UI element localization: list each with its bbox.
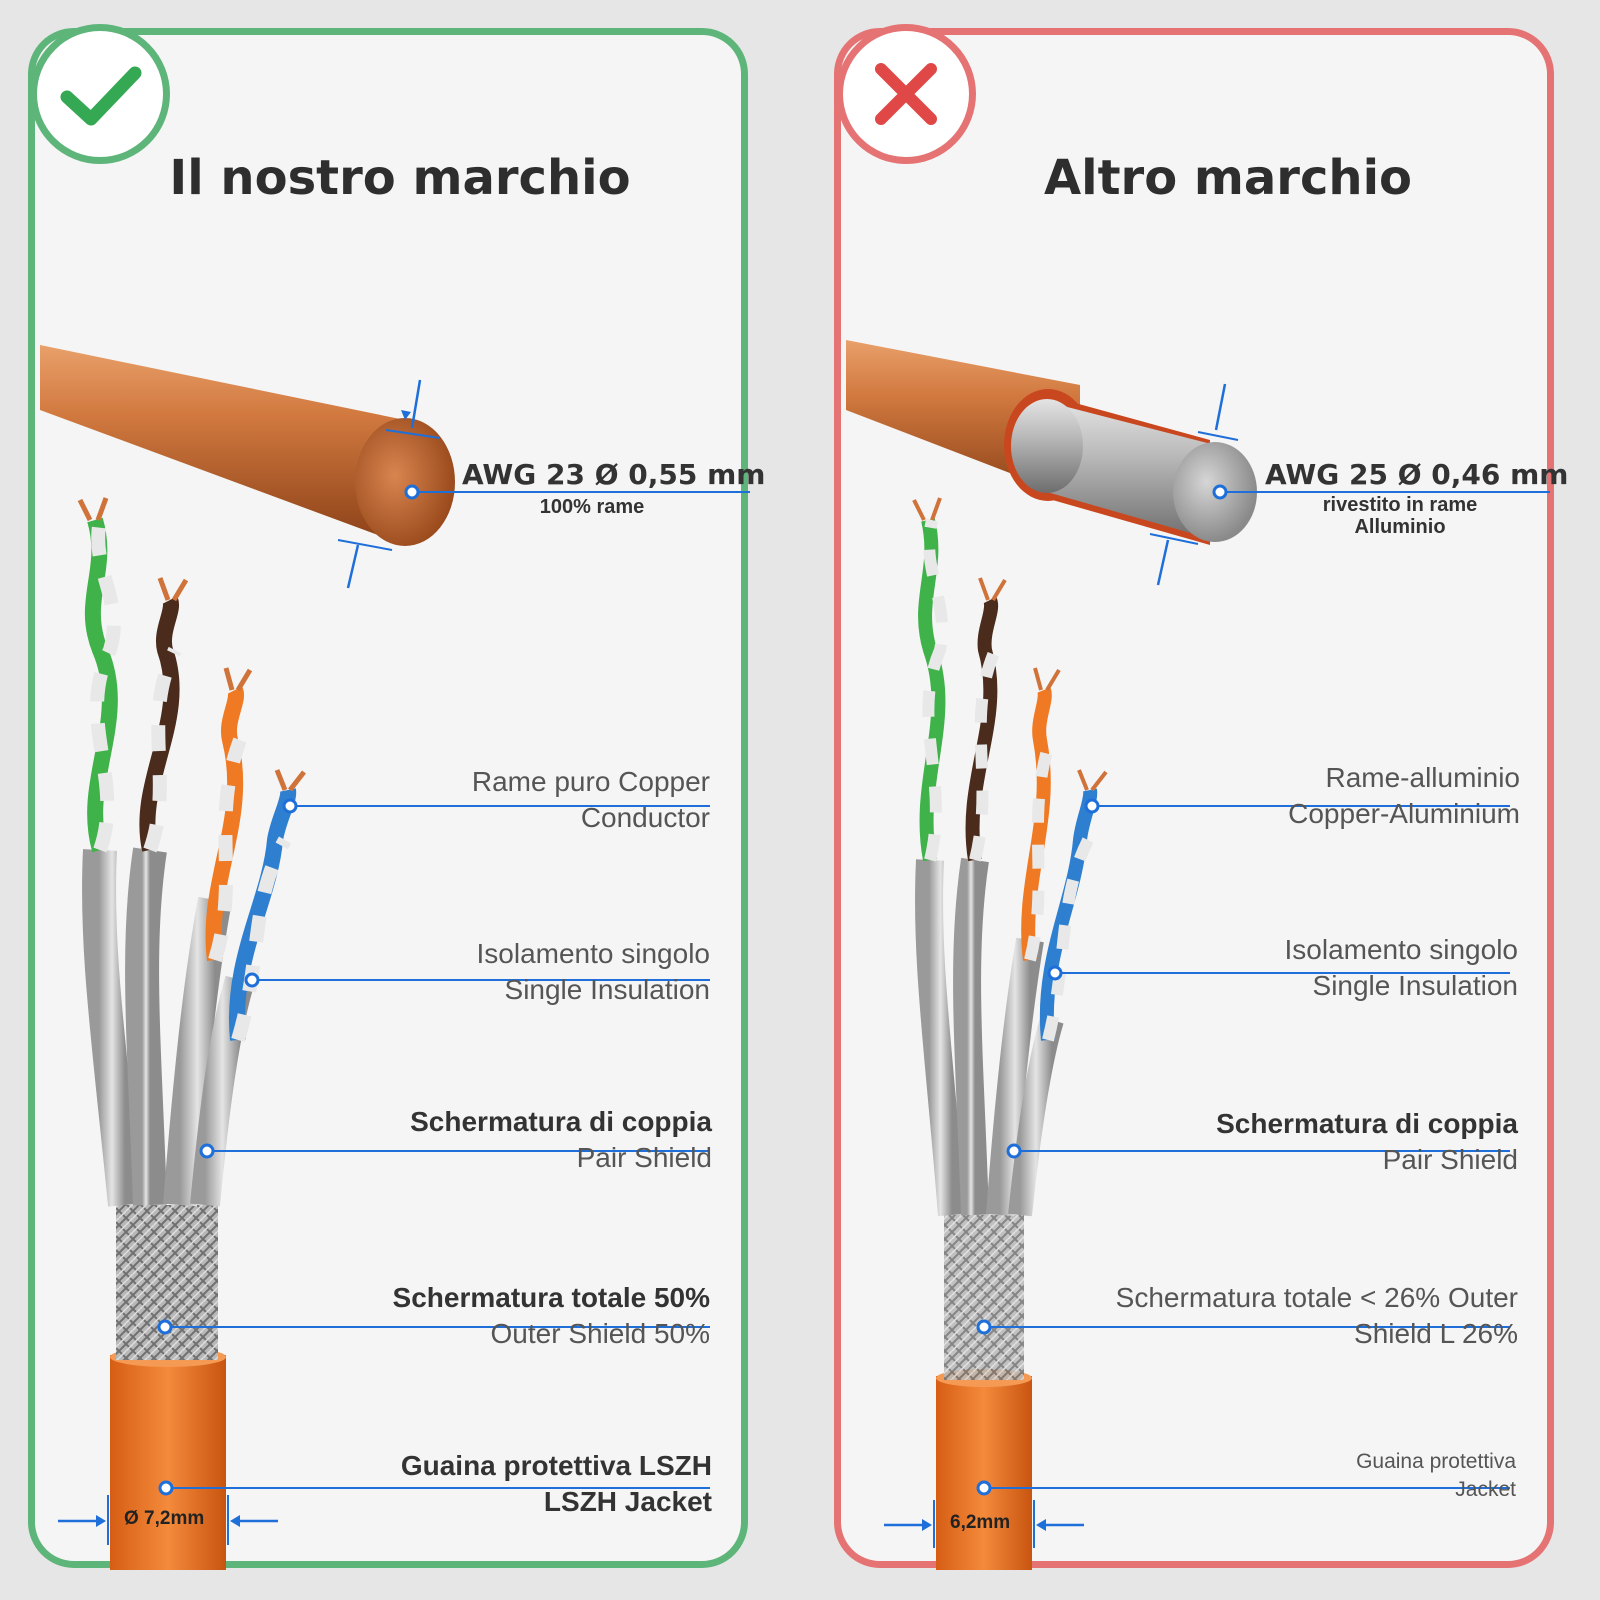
right-cca-conductor — [846, 340, 1550, 586]
left-pair-shield-line2: Pair Shield — [576, 1142, 712, 1173]
right-jacket-line1: Guaina protettiva — [1356, 1450, 1516, 1473]
right-conductor-label: Rame-alluminio Copper-Aluminium — [1288, 760, 1520, 832]
left-insulation-line2: Single Insulation — [504, 974, 710, 1005]
right-leader-lines — [884, 798, 1510, 1548]
right-jacket-label: Guaina protettiva Jacket — [1356, 1448, 1516, 1504]
left-jacket-label: Guaina protettiva LSZH LSZH Jacket — [401, 1448, 712, 1520]
right-outer-shield-label: Schermatura totale < 26% Outer Shield L … — [1116, 1280, 1518, 1352]
right-title: Altro marchio — [1043, 150, 1413, 206]
left-conductor-label: Rame puro Copper Conductor — [472, 764, 710, 836]
right-insulation-label: Isolamento singolo Single Insulation — [1285, 932, 1518, 1004]
right-awg-sub: rivestito in rame Alluminio — [1290, 494, 1510, 538]
right-outer-shield-line1: Schermatura totale < 26% Outer — [1115, 1282, 1518, 1313]
right-awg-sub-line2: Alluminio — [1354, 516, 1446, 538]
right-network-cable — [912, 497, 1108, 1570]
left-outer-shield-line2: Outer Shield 50% — [490, 1318, 710, 1349]
left-awg-label: AWG 23 Ø 0,55 mm — [462, 458, 766, 491]
right-pair-shield-label: Schermatura di coppia Pair Shield — [1216, 1106, 1518, 1178]
check-badge — [30, 24, 170, 164]
right-pair-shield-line2: Pair Shield — [1382, 1144, 1518, 1175]
left-pair-shield-label: Schermatura di coppia Pair Shield — [410, 1104, 712, 1176]
check-icon — [60, 66, 142, 126]
left-diameter-label: Ø 7,2mm — [124, 1508, 205, 1529]
left-insulation-line1: Isolamento singolo — [476, 938, 710, 969]
right-pair-shield-line1: Schermatura di coppia — [1216, 1108, 1518, 1139]
cross-badge — [836, 24, 976, 164]
left-network-cable — [77, 497, 306, 1570]
left-copper-conductor — [40, 345, 750, 589]
right-insulation-line1: Isolamento singolo — [1284, 934, 1518, 965]
right-awg-label: AWG 25 Ø 0,46 mm — [1265, 458, 1569, 491]
left-insulation-label: Isolamento singolo Single Insulation — [477, 936, 710, 1008]
left-conductor-line2: Conductor — [580, 802, 710, 833]
left-jacket-line2: LSZH Jacket — [543, 1486, 712, 1517]
left-title: Il nostro marchio — [169, 150, 631, 206]
cross-icon — [875, 63, 937, 125]
right-insulation-line2: Single Insulation — [1312, 970, 1518, 1001]
left-outer-shield-label: Schermatura totale 50% Outer Shield 50% — [393, 1280, 710, 1352]
right-jacket-line2: Jacket — [1455, 1478, 1516, 1501]
right-conductor-line2: Copper-Aluminium — [1288, 798, 1520, 829]
left-pair-shield-line1: Schermatura di coppia — [410, 1106, 712, 1137]
right-diameter-label: 6,2mm — [950, 1512, 1011, 1533]
right-conductor-line1: Rame-alluminio — [1325, 762, 1520, 793]
left-awg-sub: 100% rame — [539, 496, 645, 518]
left-jacket-line1: Guaina protettiva LSZH — [400, 1450, 712, 1481]
left-leader-lines — [58, 798, 710, 1545]
left-conductor-line1: Rame puro Copper — [471, 766, 710, 797]
right-outer-shield-line2: Shield L 26% — [1354, 1318, 1518, 1349]
left-outer-shield-line1: Schermatura totale 50% — [392, 1282, 710, 1313]
right-awg-sub-line1: rivestito in rame — [1322, 494, 1478, 516]
